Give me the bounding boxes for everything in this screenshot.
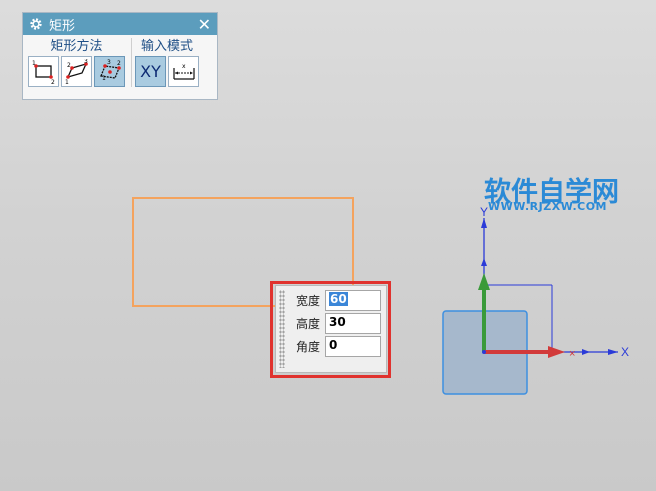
rect-method-label: 矩形方法 <box>50 39 103 54</box>
dimension-input-panel: 宽度 60 高度 30 角度 0 <box>275 285 387 373</box>
height-row: 高度 30 <box>296 313 381 334</box>
width-label: 宽度 <box>296 294 321 308</box>
highlight-box <box>270 281 391 378</box>
close-icon[interactable]: ✕ <box>197 14 211 34</box>
sketched-rectangle[interactable] <box>132 197 354 307</box>
svg-text:3: 3 <box>84 59 88 65</box>
y-handle-arrow-icon[interactable] <box>478 273 490 290</box>
dialog-title-bar[interactable]: 矩形 ✕ <box>23 13 217 35</box>
angle-row: 角度 0 <box>296 336 381 357</box>
input-mode-group: 输入模式 XY x <box>131 38 202 87</box>
x-mark-icon: × <box>569 348 575 360</box>
drag-grip-handle[interactable] <box>279 290 285 368</box>
two-point-rect-icon: 12 <box>32 60 55 85</box>
width-value: 60 <box>329 292 348 306</box>
svg-text:2: 2 <box>117 60 121 67</box>
xy-mode-button[interactable]: XY <box>135 56 166 87</box>
x-axis-arrow-icon <box>608 349 618 355</box>
gear-icon[interactable] <box>29 17 43 31</box>
y-axis-label: Y <box>480 205 489 219</box>
y-axis-mid-arrow-icon <box>481 258 487 266</box>
angle-input[interactable]: 0 <box>325 336 381 357</box>
y-axis-arrow-icon <box>481 218 487 228</box>
svg-text:x: x <box>182 63 186 70</box>
dialog-title: 矩形 <box>49 18 76 34</box>
input-mode-label: 输入模式 <box>140 39 193 54</box>
height-input[interactable]: 30 <box>325 313 381 334</box>
xy-mode-label: XY <box>140 62 161 81</box>
height-label: 高度 <box>296 317 321 331</box>
watermark-title: 软件自学网 <box>484 177 619 208</box>
parameter-mode-icon: x <box>172 63 195 80</box>
parameter-mode-button[interactable]: x <box>168 56 199 87</box>
angle-label: 角度 <box>296 340 321 354</box>
x-axis-mid-arrow-icon <box>582 349 590 355</box>
width-row: 宽度 60 <box>296 290 381 311</box>
x-axis-label: X <box>621 345 630 359</box>
svg-text:1: 1 <box>65 79 69 85</box>
three-point-rect-button[interactable]: 1 2 3 <box>61 56 92 87</box>
svg-text:3: 3 <box>107 59 111 66</box>
origin-point-icon <box>482 350 486 354</box>
svg-text:1: 1 <box>102 75 106 82</box>
watermark-url: WWW.RJZXW.COM <box>488 200 607 213</box>
svg-text:2: 2 <box>67 62 71 69</box>
svg-text:2: 2 <box>51 79 55 85</box>
svg-text:1: 1 <box>32 60 36 67</box>
x-handle-arrow-icon[interactable] <box>548 346 565 358</box>
three-point-rect-icon: 1 2 3 <box>65 59 88 85</box>
width-input[interactable]: 60 <box>325 290 381 311</box>
